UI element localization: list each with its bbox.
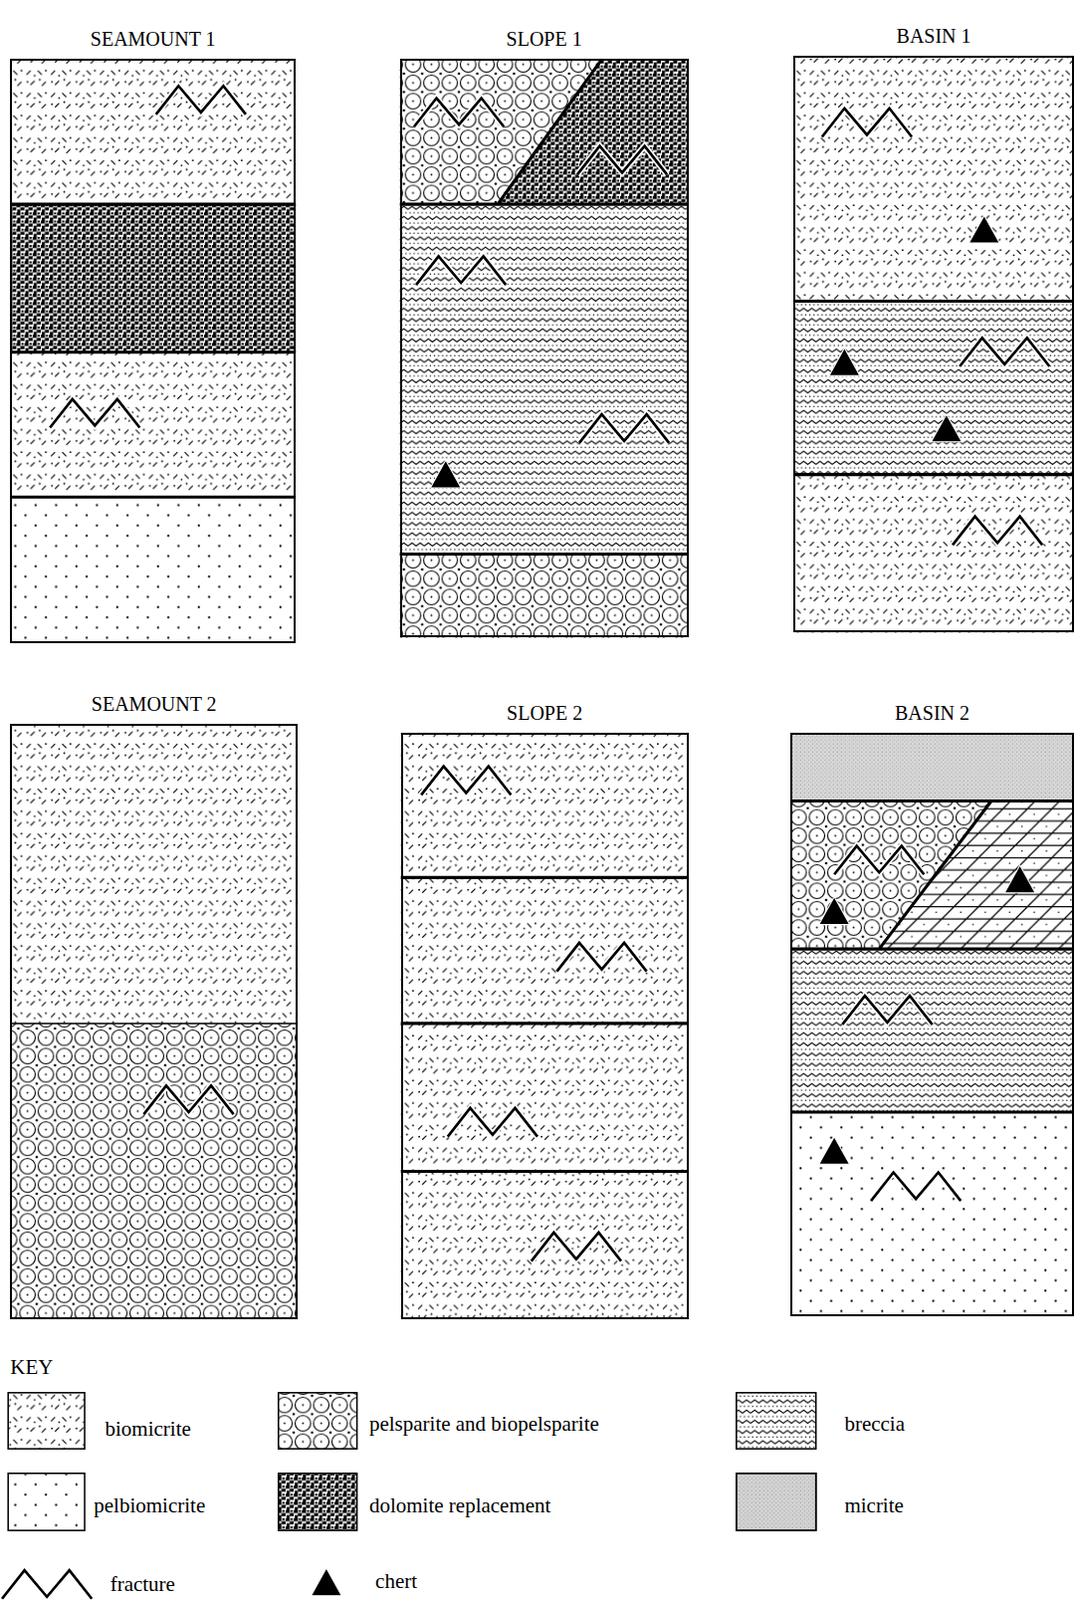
strat-column: SLOPE 2: [401, 732, 689, 1319]
legend-label: pelbiomicrite: [93, 1493, 206, 1518]
strat-column: SEAMOUNT 1: [9, 58, 296, 643]
key-heading: KEY: [9, 1354, 53, 1380]
legend-label: chert: [375, 1568, 418, 1594]
strat-column: BASIN 2: [790, 732, 1075, 1316]
legend-label: micrite: [844, 1493, 903, 1518]
legend-label: biomicrite: [105, 1415, 192, 1441]
column-title: SEAMOUNT 2: [0, 692, 356, 716]
legend-label: fracture: [110, 1571, 176, 1597]
column-title: SLOPE 1: [342, 27, 747, 51]
fracture-symbols: [49, 85, 1050, 1261]
column-title: BASIN 1: [735, 24, 1076, 48]
legend-label: dolomite replacement: [369, 1493, 552, 1518]
strat-column: SLOPE 1: [400, 58, 689, 638]
legend-swatch: [736, 1473, 817, 1530]
legend-label: pelsparite and biopelsparite: [369, 1411, 600, 1437]
chert-symbols: [430, 215, 1036, 1164]
strat-column: SEAMOUNT 2: [9, 723, 298, 1318]
column-title: SLOPE 2: [343, 701, 747, 725]
strat-column: BASIN 1: [793, 55, 1075, 633]
legend-label: breccia: [844, 1411, 905, 1437]
legend-swatches: [7, 1392, 817, 1530]
column-title: SEAMOUNT 1: [0, 27, 354, 51]
column-title: BASIN 2: [732, 701, 1076, 725]
